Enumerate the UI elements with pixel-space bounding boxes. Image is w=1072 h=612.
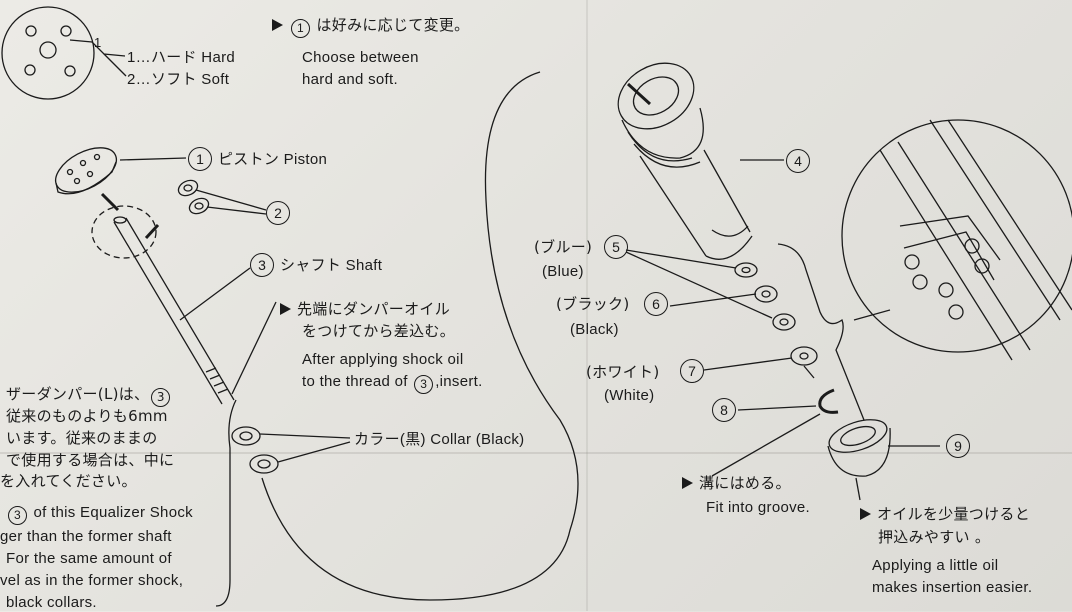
callout-1: 1 [188, 147, 212, 171]
shaft-part [113, 216, 277, 405]
hardness-option-hard: 1…ハード Hard [127, 49, 236, 66]
note-oil-jp-2: 押込みやすい 。 [878, 528, 991, 546]
note-shaft-en-1: After applying shock oil [302, 351, 464, 368]
white-label-en: (White) [604, 387, 655, 404]
note-left-en-5: black collars. [6, 594, 97, 611]
note-left-jp-2: 従来のものよりも6mm [6, 407, 168, 425]
callout-7: 7 [680, 359, 704, 383]
note-oil-jp-1: オイルを少量つけると [860, 505, 1030, 524]
piston-label: ピストン Piston [218, 151, 328, 168]
callout-6: 6 [644, 292, 668, 316]
note-shaft-jp-1: 先端にダンパーオイル [280, 300, 450, 319]
note-oil-en-2: makes insertion easier. [872, 579, 1033, 596]
c-clip-part [818, 388, 839, 414]
hardness-option-soft: 2…ソフト Soft [127, 71, 230, 88]
triangle-pointer-icon [272, 19, 283, 31]
note-left-en-2: ger than the former shaft [0, 528, 172, 545]
note-groove-jp: 溝にはめる。 [682, 474, 791, 493]
callout-4: 4 [786, 149, 810, 173]
callout-8: 8 [712, 398, 736, 422]
black-label-en: (Black) [570, 321, 619, 338]
note-change-en-2: hard and soft. [302, 71, 398, 88]
note-left-jp-4: で使用する場合は、中に [6, 451, 175, 469]
callout-9: 9 [946, 434, 970, 458]
circled-number: 3 [414, 375, 434, 394]
collar-parts [231, 426, 351, 474]
callout-2: 2 [266, 201, 290, 225]
shaft-label: シャフト Shaft [280, 257, 383, 274]
blue-label-en: (Blue) [542, 263, 584, 280]
callout-3: 3 [250, 253, 274, 277]
paper-fold-vertical [586, 0, 588, 611]
piston-part [55, 147, 187, 195]
note-left-en-4: vel as in the former shock, [0, 572, 184, 589]
note-left-jp-5: を入れてください。 [0, 472, 137, 490]
selector-digit: 1 [94, 35, 102, 50]
note-oil-en-1: Applying a little oil [872, 557, 999, 574]
white-label-jp: (ホワイト) [586, 363, 660, 381]
shock-cylinder [617, 62, 784, 260]
o-rings-part [177, 179, 267, 215]
note-change-en-1: Choose between [302, 49, 419, 66]
note-left-jp-1: ザーダンパー(L)は、3 [6, 385, 172, 407]
callout-5: 5 [604, 235, 628, 259]
triangle-pointer-icon [280, 303, 291, 315]
note-change-jp: 1 は好みに応じて変更。 [272, 16, 469, 38]
circled-number: 1 [291, 19, 310, 38]
piston-hardness-detail [1, 6, 127, 100]
paper-fold-horizontal [0, 452, 1072, 454]
cylinder-detail-circle [841, 119, 1072, 361]
washer-parts [625, 249, 818, 379]
cap-part [827, 419, 940, 501]
note-left-en-3: For the same amount of [6, 550, 172, 567]
triangle-pointer-icon [860, 508, 871, 520]
triangle-pointer-icon [682, 477, 693, 489]
note-groove-en: Fit into groove. [706, 499, 811, 516]
blue-label-jp: (ブルー) [534, 238, 593, 256]
note-left-en-1: 3 of this Equalizer Shock [6, 503, 193, 525]
note-left-jp-3: います。従来のままの [6, 429, 158, 447]
collar-label: カラー(黒) Collar (Black) [354, 431, 525, 448]
note-shaft-jp-2: をつけてから差込む。 [302, 322, 456, 340]
note-shaft-en-2: to the thread of 3,insert. [302, 372, 483, 394]
circled-number: 3 [151, 388, 171, 407]
black-label-jp: (ブラック) [556, 295, 630, 313]
circled-number: 3 [8, 506, 27, 525]
